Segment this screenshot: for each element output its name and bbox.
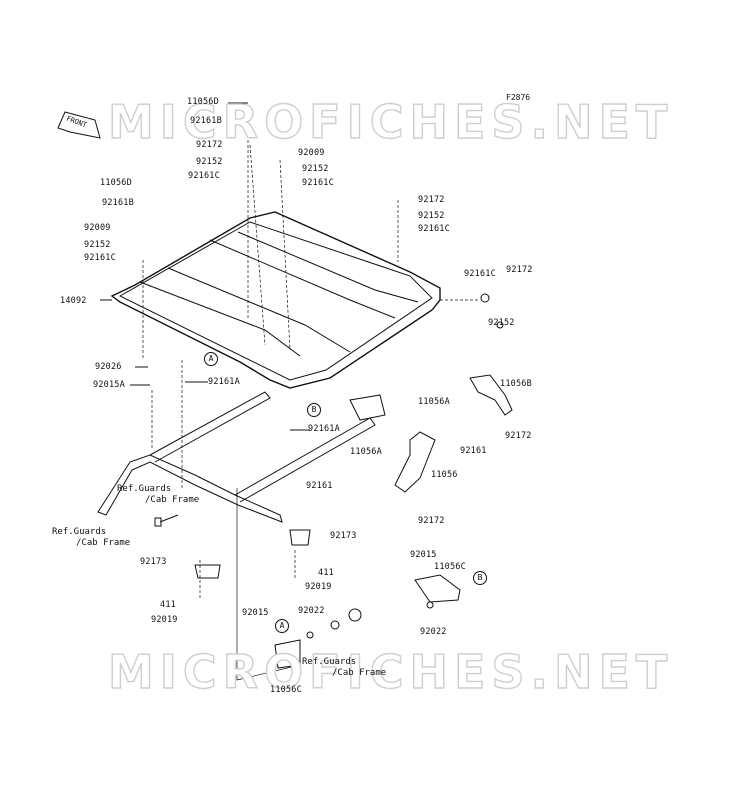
roof-panel-outline [110, 211, 441, 389]
part-label: 92019 [151, 615, 178, 625]
part-label: 92026 [95, 362, 122, 372]
callout-b-bottom: B [473, 571, 487, 585]
part-label: 92161C [84, 253, 116, 263]
part-label: 92152 [84, 240, 111, 250]
part-label: 92161C [302, 178, 334, 188]
part-label: 92173 [330, 531, 357, 541]
part-label: 92172 [418, 195, 445, 205]
part-label: 92172 [505, 431, 532, 441]
front-arrow-icon [57, 111, 101, 139]
part-label: 92019 [305, 582, 332, 592]
callout-a-bottom: A [275, 619, 289, 633]
part-label: 92161 [306, 481, 333, 491]
part-label: 92161A [208, 377, 240, 387]
part-label: 11056A [418, 397, 450, 407]
part-label: 92172 [418, 516, 445, 526]
part-label: 11056B [500, 379, 532, 389]
part-label: 92172 [196, 140, 223, 150]
ref-cab-frame-label-1: /Cab Frame [145, 495, 200, 505]
part-label: 411 [318, 568, 334, 578]
part-label: 11056C [434, 562, 466, 572]
part-label: 92009 [84, 223, 111, 233]
part-label: 11056A [350, 447, 382, 457]
watermark-top: MICROFICHES.NET [107, 94, 674, 149]
part-label: 92022 [420, 627, 447, 637]
part-label: 92022 [298, 606, 325, 616]
watermark-bottom: MICROFICHES.NET [107, 644, 674, 699]
part-label: 92152 [196, 157, 223, 167]
ref-cab-frame-label-2: /Cab Frame [76, 538, 131, 548]
part-label: 92173 [140, 557, 167, 567]
part-label: 11056D [187, 97, 219, 107]
part-label: 92152 [302, 164, 329, 174]
part-label: 92161A [308, 424, 340, 434]
part-label: 92161C [464, 269, 496, 279]
part-label: 92161 [460, 446, 487, 456]
diagram-code: F2876 [506, 93, 531, 102]
part-label: 11056D [100, 178, 132, 188]
callout-b-top: B [307, 403, 321, 417]
ref-guards-label-3: Ref.Guards [302, 657, 357, 667]
part-label: 92161B [102, 198, 134, 208]
part-label: 92152 [418, 211, 445, 221]
ref-guards-label-2: Ref.Guards [52, 527, 107, 537]
part-label: 92015 [410, 550, 437, 560]
part-label: 92015A [93, 380, 125, 390]
part-label: 92172 [506, 265, 533, 275]
part-label: 411 [160, 600, 176, 610]
part-label: 11056C [270, 685, 302, 695]
part-label: 92161B [190, 116, 222, 126]
part-label: 92009 [298, 148, 325, 158]
part-label: 11056 [431, 470, 458, 480]
part-label: 92161C [188, 171, 220, 181]
part-label: 92015 [242, 608, 269, 618]
part-label: 92161C [418, 224, 450, 234]
part-label: 92152 [488, 318, 515, 328]
callout-a-top: A [204, 352, 218, 366]
ref-cab-frame-label-3: /Cab Frame [332, 668, 387, 678]
ref-guards-label-1: Ref.Guards [117, 484, 172, 494]
part-label: 14092 [60, 296, 87, 306]
